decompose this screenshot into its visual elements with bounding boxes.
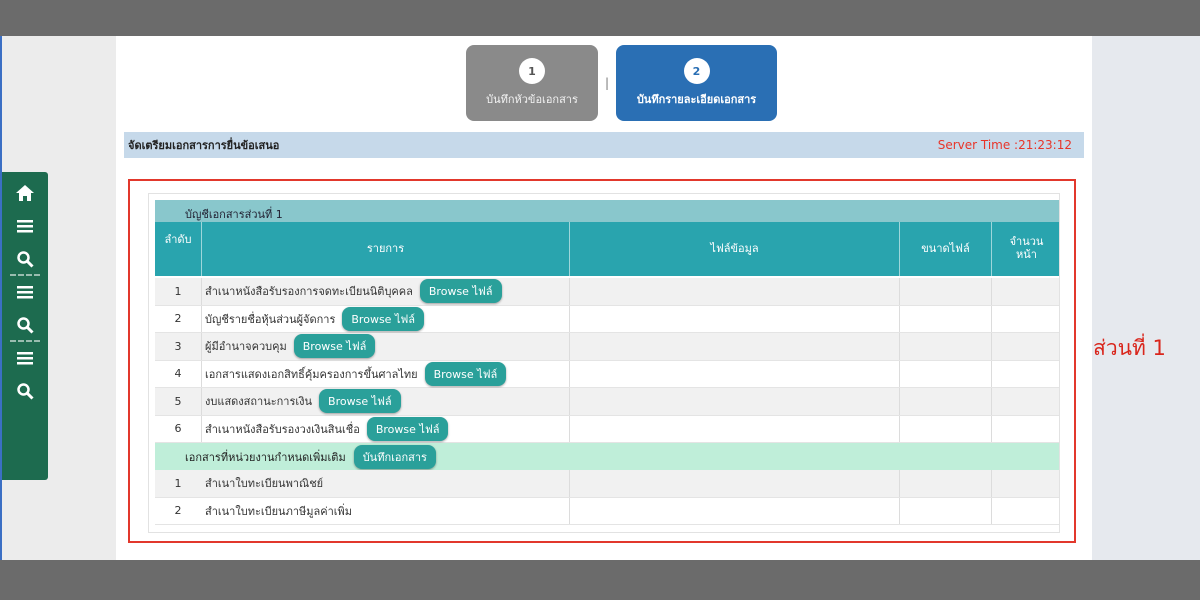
extra-documents-label: เอกสารที่หน่วยงานกำหนดเพิ่มเติม bbox=[185, 450, 346, 464]
row-item: เอกสารแสดงเอกสิทธิ์คุ้มครองการขึ้นศาลไทย… bbox=[203, 361, 569, 388]
browse-file-button[interactable]: Browse ไฟล์ bbox=[342, 306, 425, 331]
row-item: ผู้มีอำนาจควบคุม Browse ไฟล์ bbox=[203, 333, 569, 360]
browse-file-button[interactable]: Browse ไฟล์ bbox=[319, 389, 401, 414]
row-number: 1 bbox=[174, 284, 182, 298]
extra-documents-section: เอกสารที่หน่วยงานกำหนดเพิ่มเติม บันทึกเอ… bbox=[185, 443, 436, 470]
browse-file-button[interactable]: Browse ไฟล์ bbox=[293, 334, 376, 359]
step-divider: | bbox=[604, 76, 610, 90]
nav-separator bbox=[10, 340, 40, 342]
server-time: Server Time :21:23:12 bbox=[937, 138, 1072, 152]
table-body: 1 สำเนาหนังสือรับรองการจดทะเบียนนิติบุคค… bbox=[155, 278, 1059, 525]
floating-nav bbox=[2, 172, 48, 480]
row-item: งบแสดงสถานะการเงิน Browse ไฟล์ bbox=[203, 388, 569, 415]
table-row: 2 บัญชีรายชื่อหุ้นส่วนผู้จัดการ Browse ไ… bbox=[155, 305, 1059, 333]
main-content: 1 บันทึกหัวข้อเอกสาร | 2 บันทึกรายละเอีย… bbox=[116, 36, 1092, 560]
header-bar: จัดเตรียมเอกสารการยื่นข้อเสนอ Server Tim… bbox=[124, 132, 1084, 158]
step-1-number: 1 bbox=[519, 58, 545, 84]
home-icon[interactable] bbox=[2, 176, 48, 209]
search-icon[interactable] bbox=[2, 374, 48, 407]
row-item: บัญชีรายชื่อหุ้นส่วนผู้จัดการ Browse ไฟล… bbox=[203, 306, 569, 333]
table-caption: บัญชีเอกสารส่วนที่ 1 bbox=[155, 200, 1059, 222]
nav-separator bbox=[10, 274, 40, 276]
menu-icon[interactable] bbox=[2, 275, 48, 308]
save-document-button[interactable]: บันทึกเอกสาร bbox=[353, 444, 436, 469]
step-indicator: 1 บันทึกหัวข้อเอกสาร | 2 บันทึกรายละเอีย… bbox=[466, 45, 777, 121]
row-number: 2 bbox=[174, 504, 182, 518]
table-row: 1 สำเนาใบทะเบียนพาณิชย์ bbox=[155, 470, 1059, 498]
column-header-pages: จำนวน หน้า bbox=[991, 222, 1059, 276]
menu-icon[interactable] bbox=[2, 341, 48, 374]
left-edge-strip bbox=[0, 36, 2, 560]
step-2-button[interactable]: 2 บันทึกรายละเอียดเอกสาร bbox=[616, 45, 777, 121]
column-header-item: รายการ bbox=[201, 222, 569, 276]
table-row: 6 สำเนาหนังสือรับรองวงเงินสินเชื่อ Brows… bbox=[155, 415, 1059, 443]
browse-file-button[interactable]: Browse ไฟล์ bbox=[366, 416, 449, 441]
step-1-label: บันทึกหัวข้อเอกสาร bbox=[486, 93, 578, 106]
section-annotation-label: ส่วนที่ 1 bbox=[1093, 336, 1166, 360]
row-item: สำเนาใบทะเบียนภาษีมูลค่าเพิ่ม bbox=[205, 504, 353, 518]
row-number: 6 bbox=[174, 422, 182, 436]
page-title: จัดเตรียมเอกสารการยื่นข้อเสนอ bbox=[128, 139, 280, 152]
extra-documents-row: เอกสารที่หน่วยงานกำหนดเพิ่มเติม บันทึกเอ… bbox=[155, 443, 1059, 470]
row-number: 2 bbox=[174, 312, 182, 326]
browser-viewport: 1 บันทึกหัวข้อเอกสาร | 2 บันทึกรายละเอีย… bbox=[0, 36, 1200, 560]
table-header: ลำดับ รายการ ไฟล์ข้อมูล ขนาดไฟล์ จำนวน ห… bbox=[155, 222, 1059, 276]
row-number: 4 bbox=[174, 367, 182, 381]
section-1-box: บัญชีเอกสารส่วนที่ 1 ลำดับ รายการ ไฟล์ข้… bbox=[128, 179, 1076, 543]
table-row: 2 สำเนาใบทะเบียนภาษีมูลค่าเพิ่ม bbox=[155, 497, 1059, 525]
browse-file-button[interactable]: Browse ไฟล์ bbox=[424, 361, 507, 386]
column-header-no: ลำดับ bbox=[164, 233, 192, 246]
row-item-label: เอกสารแสดงเอกสิทธิ์คุ้มครองการขึ้นศาลไทย bbox=[205, 367, 418, 381]
row-item-label: สำเนาหนังสือรับรองวงเงินสินเชื่อ bbox=[205, 422, 360, 436]
row-number: 1 bbox=[174, 476, 182, 490]
column-header-file: ไฟล์ข้อมูล bbox=[569, 222, 899, 276]
table-row: 3 ผู้มีอำนาจควบคุม Browse ไฟล์ bbox=[155, 333, 1059, 361]
table-row: 4 เอกสารแสดงเอกสิทธิ์คุ้มครองการขึ้นศาลไ… bbox=[155, 360, 1059, 388]
row-number: 3 bbox=[174, 339, 182, 353]
table-row: 1 สำเนาหนังสือรับรองการจดทะเบียนนิติบุคค… bbox=[155, 278, 1059, 306]
browse-file-button[interactable]: Browse ไฟล์ bbox=[419, 279, 502, 304]
row-item: สำเนาหนังสือรับรองการจดทะเบียนนิติบุคคล … bbox=[203, 278, 569, 305]
row-item: สำเนาหนังสือรับรองวงเงินสินเชื่อ Browse … bbox=[203, 416, 569, 443]
document-table: บัญชีเอกสารส่วนที่ 1 ลำดับ รายการ ไฟล์ข้… bbox=[148, 193, 1060, 533]
step-2-label: บันทึกรายละเอียดเอกสาร bbox=[636, 93, 757, 106]
row-item-label: ผู้มีอำนาจควบคุม bbox=[205, 340, 287, 354]
row-item-label: สำเนาหนังสือรับรองการจดทะเบียนนิติบุคคล bbox=[205, 285, 413, 299]
row-number: 5 bbox=[174, 394, 182, 408]
column-header-size: ขนาดไฟล์ bbox=[899, 222, 991, 276]
row-item-label: บัญชีรายชื่อหุ้นส่วนผู้จัดการ bbox=[205, 312, 336, 326]
row-item: สำเนาใบทะเบียนพาณิชย์ bbox=[205, 477, 324, 491]
step-1-button[interactable]: 1 บันทึกหัวข้อเอกสาร bbox=[466, 45, 598, 121]
menu-icon[interactable] bbox=[2, 209, 48, 242]
table-row: 5 งบแสดงสถานะการเงิน Browse ไฟล์ bbox=[155, 388, 1059, 416]
search-icon[interactable] bbox=[2, 308, 48, 341]
right-background bbox=[1092, 36, 1200, 560]
search-icon[interactable] bbox=[2, 242, 48, 275]
step-2-number: 2 bbox=[683, 58, 710, 84]
row-item-label: งบแสดงสถานะการเงิน bbox=[205, 395, 313, 409]
